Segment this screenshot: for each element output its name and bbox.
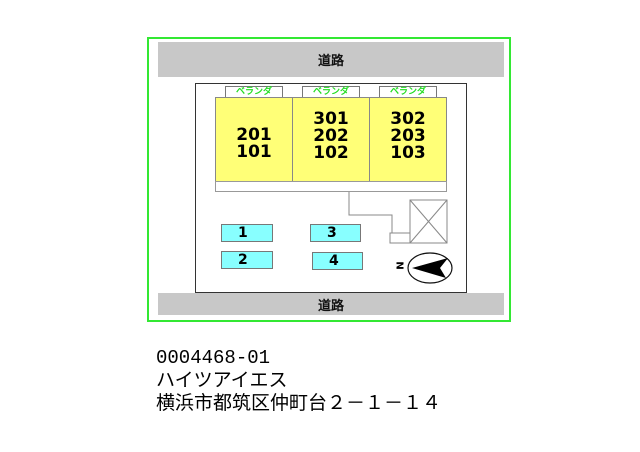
balcony-label: ベランダ <box>302 86 360 97</box>
road-top: 道路 <box>158 42 504 77</box>
elevator-cross <box>409 199 448 244</box>
parking-space: 4 <box>312 252 363 270</box>
property-name: ハイツアイエス <box>156 370 288 392</box>
corridor <box>215 181 447 192</box>
compass-icon <box>407 252 453 284</box>
unit-number: 302 <box>390 109 426 129</box>
balcony-label: ベランダ <box>379 86 437 97</box>
road-bottom: 道路 <box>158 293 504 315</box>
unit-number: 203 <box>390 126 426 146</box>
building-unit-block: 201 101 <box>215 97 293 182</box>
parking-space: 1 <box>221 224 273 242</box>
balcony-label: ベランダ <box>225 86 283 97</box>
property-info: 0004468-01 ハイツアイエス 横浜市都筑区仲町台２－１－１４ <box>156 347 441 416</box>
compass-north-label: N <box>393 261 405 270</box>
parking-space: 3 <box>310 224 361 242</box>
parking-space: 2 <box>221 251 273 269</box>
site-plan-frame <box>147 37 511 322</box>
building-unit-block: 302 203 103 <box>369 97 447 182</box>
building-unit-block: 301 202 102 <box>292 97 370 182</box>
property-id: 0004468-01 <box>156 347 271 369</box>
unit-number: 103 <box>390 143 426 163</box>
entrance-step <box>389 232 411 244</box>
unit-number: 301 <box>313 109 349 129</box>
unit-number: 102 <box>313 143 349 163</box>
walkway-outline <box>348 192 393 233</box>
property-address: 横浜市都筑区仲町台２－１－１４ <box>156 393 442 415</box>
unit-number: 101 <box>236 141 272 162</box>
site-boundary <box>195 83 467 293</box>
unit-number: 202 <box>313 126 349 146</box>
unit-number: 201 <box>236 124 272 145</box>
